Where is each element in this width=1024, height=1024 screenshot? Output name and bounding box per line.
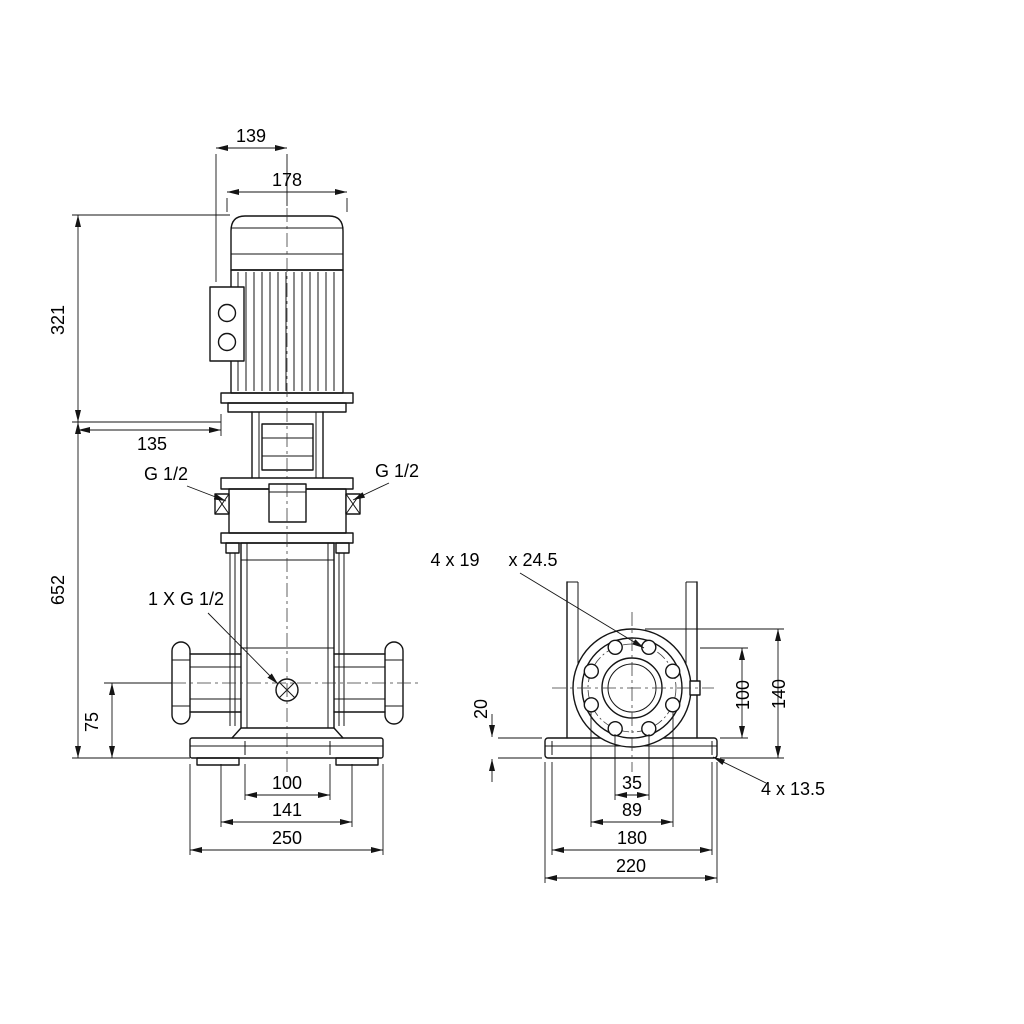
dim-100-front-label: 100: [272, 773, 302, 793]
dim-220: 220: [544, 762, 718, 883]
dim-321-label: 321: [48, 305, 68, 335]
dim-35-label: 35: [622, 773, 642, 793]
dim-178-label: 178: [272, 170, 302, 190]
dim-75-label: 75: [82, 712, 102, 732]
dim-139-label: 139: [236, 126, 266, 146]
dim-139: 139: [215, 126, 288, 282]
base-holes-label: 4 x 13.5: [761, 779, 825, 799]
coupling-guard: [251, 411, 324, 479]
holes-label: 4 x 19: [430, 550, 479, 570]
port-callout-left: G 1/2: [144, 464, 227, 502]
chamber-stack: [225, 542, 350, 729]
dim-140: 140: [645, 628, 789, 759]
dim-100-side-label: 100: [733, 680, 753, 710]
dim-652: 652: [48, 422, 190, 759]
dim-141-label: 141: [272, 800, 302, 820]
dim-135-label: 135: [137, 434, 167, 454]
port-right-label: G 1/2: [375, 461, 419, 481]
side-view: 4 x 19 x 24.5 20 100 140 35: [430, 550, 825, 883]
dim-100-side: 100: [700, 647, 753, 739]
dim-100-front: 100: [244, 764, 331, 800]
drain-label: 1 X G 1/2: [148, 589, 224, 609]
counterbore-label: x 24.5: [508, 550, 557, 570]
base-hole-callout: 4 x 13.5: [712, 756, 825, 799]
dim-89-label: 89: [622, 800, 642, 820]
dim-89: 89: [590, 712, 674, 827]
dim-250-label: 250: [272, 828, 302, 848]
bolt-holes: [583, 639, 681, 737]
pump-head: [214, 477, 361, 544]
dim-75: 75: [82, 682, 172, 758]
dim-20-label: 20: [471, 699, 491, 719]
dim-141: 141: [220, 764, 353, 827]
dim-250: 250: [189, 764, 384, 855]
dim-140-label: 140: [769, 679, 789, 709]
port-callout-right: G 1/2: [352, 461, 419, 501]
dim-220-label: 220: [616, 856, 646, 876]
dim-178: 178: [226, 170, 348, 212]
dim-20: 20: [471, 699, 542, 782]
dim-35: 35: [614, 734, 650, 800]
front-view: 139 178 321 652 135 G 1/2 G 1/2: [48, 126, 419, 855]
terminal-box: [209, 286, 245, 362]
dim-180: 180: [551, 762, 713, 855]
pump-base: [189, 727, 384, 766]
bolt-hole-callout: 4 x 19 x 24.5: [430, 550, 645, 649]
dim-180-label: 180: [617, 828, 647, 848]
dim-652-label: 652: [48, 575, 68, 605]
dim-135: 135: [78, 414, 222, 454]
port-left-label: G 1/2: [144, 464, 188, 484]
dim-321: 321: [48, 214, 230, 423]
drain-callout: 1 X G 1/2: [148, 589, 279, 685]
